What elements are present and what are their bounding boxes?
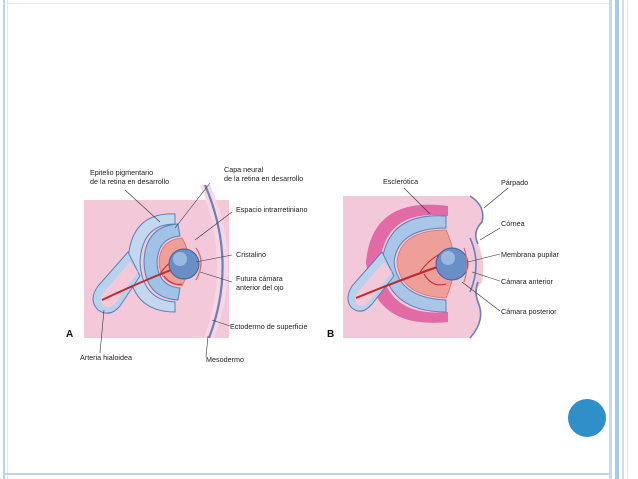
- label-cornea: Córnea: [501, 219, 525, 228]
- label-epitelio-1: Epitelio pigmentario: [90, 168, 153, 177]
- right-border-band-3: [622, 0, 624, 479]
- surface-ectoderm: [203, 184, 224, 339]
- panel-b: Esclerótica Párpado Córnea Membrana pupi…: [327, 177, 560, 340]
- panel-a: Epitelio pigmentario de la retina en des…: [66, 165, 308, 364]
- right-border-band-2: [615, 0, 619, 479]
- mesoderm-band: [200, 185, 229, 338]
- label-esclerotica: Esclerótica: [383, 177, 418, 186]
- lens-highlight: [173, 252, 187, 266]
- left-border-line-light: [7, 0, 8, 479]
- eyelid-lower: [469, 281, 482, 339]
- panel-b-letter: B: [327, 329, 334, 340]
- bottom-border-line: [3, 473, 609, 475]
- eyelid-upper: [469, 195, 484, 245]
- label-camara-anterior: Cámara anterior: [501, 277, 554, 286]
- right-border-band: [609, 0, 612, 479]
- eyelid-region: [470, 196, 484, 338]
- pupillary-membrane: [463, 247, 468, 283]
- label-camara-posterior: Cámara posterior: [501, 307, 557, 316]
- label-membrana: Membrana pupilar: [501, 250, 560, 259]
- label-espacio: Espacio intrarretiniano: [236, 205, 308, 214]
- pigment-epithelium: [127, 213, 176, 313]
- label-arteria: Arteria hialoidea: [80, 353, 132, 362]
- circle-icon: [568, 399, 606, 437]
- lens-b-highlight: [441, 251, 455, 265]
- label-mesodermo: Mesodermo: [206, 355, 244, 364]
- label-futura-2: anterior del ojo: [236, 283, 284, 292]
- cornea: [469, 237, 477, 293]
- right-border-band-4: [627, 0, 628, 479]
- panel-a-letter: A: [66, 329, 73, 340]
- left-border-line: [3, 0, 5, 479]
- future-anterior-chamber: [195, 247, 202, 281]
- label-ectodermo: Ectodermo de superficie: [230, 322, 308, 331]
- label-capa-1: Capa neural: [224, 165, 264, 174]
- sclera: [366, 204, 448, 323]
- label-futura-1: Futura cámara: [236, 274, 283, 283]
- label-capa-2: de la retina en desarrollo: [224, 174, 303, 183]
- neural-retina: [143, 223, 181, 301]
- hyaloid-branch-b2: [423, 273, 447, 286]
- top-border-line: [3, 3, 609, 4]
- label-parpado: Párpado: [501, 178, 528, 187]
- label-epitelio-2: de la retina en desarrollo: [90, 177, 169, 186]
- label-cristalino: Cristalino: [236, 250, 266, 259]
- hyaloid-branch-2: [163, 275, 183, 285]
- hyaloid-artery-b: [355, 265, 441, 299]
- retina-b: [381, 215, 447, 313]
- hyaloid-artery: [101, 267, 177, 301]
